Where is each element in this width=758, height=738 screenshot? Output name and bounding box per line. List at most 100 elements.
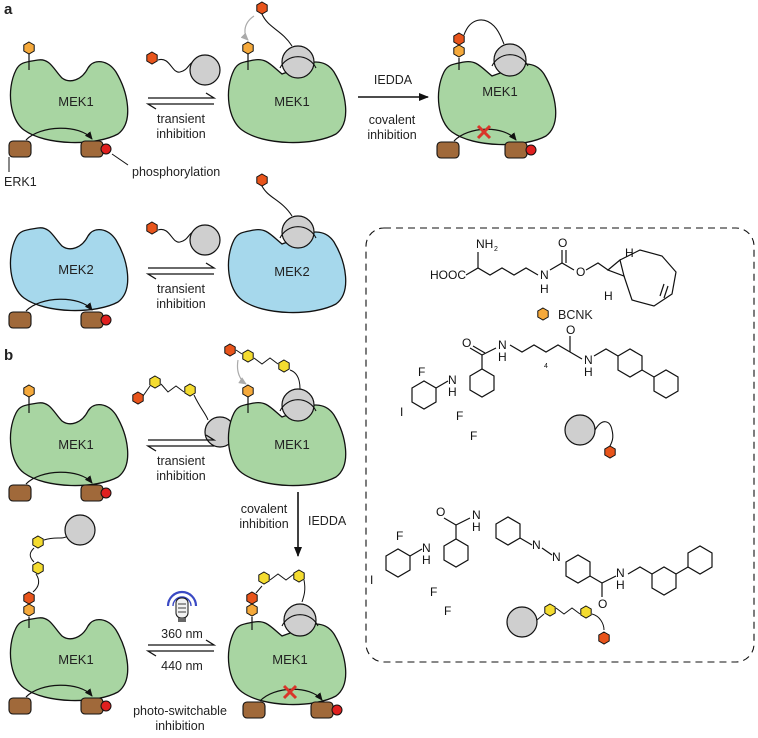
n-text-3: N bbox=[498, 338, 507, 352]
panel-b: b MEK1 transient inhibition bbox=[4, 343, 347, 733]
erk-blocked-a3 bbox=[436, 124, 537, 159]
n-text-5: N bbox=[422, 541, 431, 555]
transient-label-b-line2: inhibition bbox=[156, 469, 205, 483]
erk-phospho-cycle-a1: ERK1 phosphorylation bbox=[4, 127, 220, 189]
h-text-9: H bbox=[616, 578, 625, 592]
n-text-bcnk: N bbox=[540, 268, 549, 282]
iedda-label-a: IEDDA bbox=[374, 73, 413, 87]
four-text: 4 bbox=[544, 363, 548, 370]
mek1-label-b2: MEK1 bbox=[274, 437, 309, 452]
i-text-2: I bbox=[370, 573, 373, 587]
o-text-6: O bbox=[598, 597, 607, 611]
transient-label-a1-line2: inhibition bbox=[156, 127, 205, 141]
f-text-4: F bbox=[396, 529, 403, 543]
block-x-icon bbox=[476, 124, 492, 140]
o-text-2: O bbox=[576, 265, 585, 279]
bcnk-label: BCNK bbox=[558, 308, 593, 322]
mek1-label-a1: MEK1 bbox=[58, 94, 93, 109]
h-text-2: H bbox=[625, 246, 634, 260]
phospho-group bbox=[100, 143, 112, 155]
i-text-1: I bbox=[400, 405, 403, 419]
h-text-7: H bbox=[422, 553, 431, 567]
mek1-label-a2: MEK1 bbox=[274, 94, 309, 109]
transient-label-a1-line1: transient bbox=[157, 112, 205, 126]
mek1-enzyme-a3: MEK1 bbox=[437, 19, 557, 146]
n-text-2: N bbox=[448, 373, 457, 387]
f-text-1: F bbox=[418, 365, 425, 379]
erk1-phos bbox=[80, 140, 104, 158]
mek1-enzyme-b1: MEK1 bbox=[8, 384, 129, 502]
bcnk-hexagon-a1 bbox=[23, 41, 35, 55]
transient-label-a2-line1: transient bbox=[157, 282, 205, 296]
wavelength-440: 440 nm bbox=[161, 659, 203, 673]
n-text-4: N bbox=[584, 353, 593, 367]
mek2-enzyme-a4: MEK2 bbox=[8, 227, 129, 329]
h-text-3: H bbox=[604, 289, 613, 303]
o-text-4: O bbox=[566, 323, 575, 337]
iedda-arrow-a: IEDDA covalent inhibition bbox=[358, 73, 429, 142]
f-text-5: F bbox=[430, 585, 437, 599]
mek1-label-a3: MEK1 bbox=[482, 84, 517, 99]
equilibrium-arrows-a2: transient inhibition bbox=[145, 262, 217, 311]
bcnk-legend-icon bbox=[537, 307, 549, 321]
h-text-8: H bbox=[472, 520, 481, 534]
inhibitor-cartoon-1 bbox=[564, 414, 616, 459]
iedda-label-b: IEDDA bbox=[308, 514, 347, 528]
photo-switch-arrows: 360 nm 440 nm photo-switchable inhibitio… bbox=[133, 590, 227, 733]
inhibitor-structure-1: F I N H O N H 4 O N H F F bbox=[400, 323, 679, 443]
covalent-label-b-line2: inhibition bbox=[239, 517, 288, 531]
inhibitor-free-a bbox=[146, 51, 221, 86]
bcnk-structure: HOOC NH 2 N H O O H H bbox=[430, 236, 677, 307]
h-text-5: H bbox=[498, 350, 507, 364]
iedda-arrow-b: IEDDA covalent inhibition bbox=[239, 492, 347, 557]
h-text-4: H bbox=[448, 385, 457, 399]
photo-inhibitor-cartoon bbox=[506, 603, 610, 645]
mek1-enzyme-a1: MEK1 bbox=[9, 41, 129, 144]
light-bulb-icon bbox=[166, 590, 198, 622]
covalent-label-b-line1: covalent bbox=[241, 502, 288, 516]
o-text-3: O bbox=[462, 336, 471, 350]
panel-a: a MEK1 ERK1 phosphorylation bbox=[4, 1, 557, 329]
transient-label-a2-line2: inhibition bbox=[156, 297, 205, 311]
f-text-6: F bbox=[444, 604, 451, 618]
inhibitor-free-a2 bbox=[146, 221, 221, 256]
mek1-enzyme-b3: MEK1 bbox=[8, 514, 129, 715]
equilibrium-arrows-a1: transient inhibition bbox=[145, 92, 217, 141]
wavelength-360: 360 nm bbox=[161, 627, 203, 641]
photo-label-line2: inhibition bbox=[155, 719, 204, 733]
f-text-2: F bbox=[456, 409, 463, 423]
transient-label-b-line1: transient bbox=[157, 454, 205, 468]
n-text-7: N bbox=[532, 538, 541, 552]
block-x-icon-b bbox=[282, 684, 298, 700]
mek1-enzyme-b4: MEK1 bbox=[227, 569, 347, 719]
mek1-enzyme-a2: MEK1 bbox=[227, 1, 347, 144]
equilibrium-arrows-b1: transient inhibition bbox=[145, 434, 217, 483]
phosphorylation-label: phosphorylation bbox=[132, 165, 220, 179]
mek1-label-b3: MEK1 bbox=[58, 652, 93, 667]
o-text-5: O bbox=[436, 505, 445, 519]
inhibitor-structure-2: F I N H O N H N N O N H bbox=[370, 505, 713, 618]
o-text-1: O bbox=[558, 236, 567, 250]
nh2-sub: 2 bbox=[494, 246, 498, 253]
nh2-text: NH bbox=[476, 237, 493, 251]
n-text-8: N bbox=[552, 550, 561, 564]
mek1-enzyme-b2: MEK1 bbox=[224, 343, 347, 487]
h-text-6: H bbox=[584, 365, 593, 379]
erk1-unphos bbox=[8, 140, 32, 158]
covalent-label-a-line2: inhibition bbox=[367, 128, 416, 142]
f-text-3: F bbox=[470, 429, 477, 443]
mek2-label-a5: MEK2 bbox=[274, 264, 309, 279]
h-text-bcnk: H bbox=[540, 282, 549, 296]
mek1-label-b1: MEK1 bbox=[58, 437, 93, 452]
panel-b-label: b bbox=[4, 347, 13, 364]
photo-label-line1: photo-switchable bbox=[133, 704, 227, 718]
n-text-6: N bbox=[472, 508, 481, 522]
mek1-label-b4: MEK1 bbox=[272, 652, 307, 667]
mek2-enzyme-a5: MEK2 bbox=[227, 173, 347, 314]
n-text-9: N bbox=[616, 566, 625, 580]
hooc-text: HOOC bbox=[430, 268, 466, 282]
erk1-label: ERK1 bbox=[4, 175, 37, 189]
covalent-label-a-line1: covalent bbox=[369, 113, 416, 127]
mek2-label-a4: MEK2 bbox=[58, 262, 93, 277]
